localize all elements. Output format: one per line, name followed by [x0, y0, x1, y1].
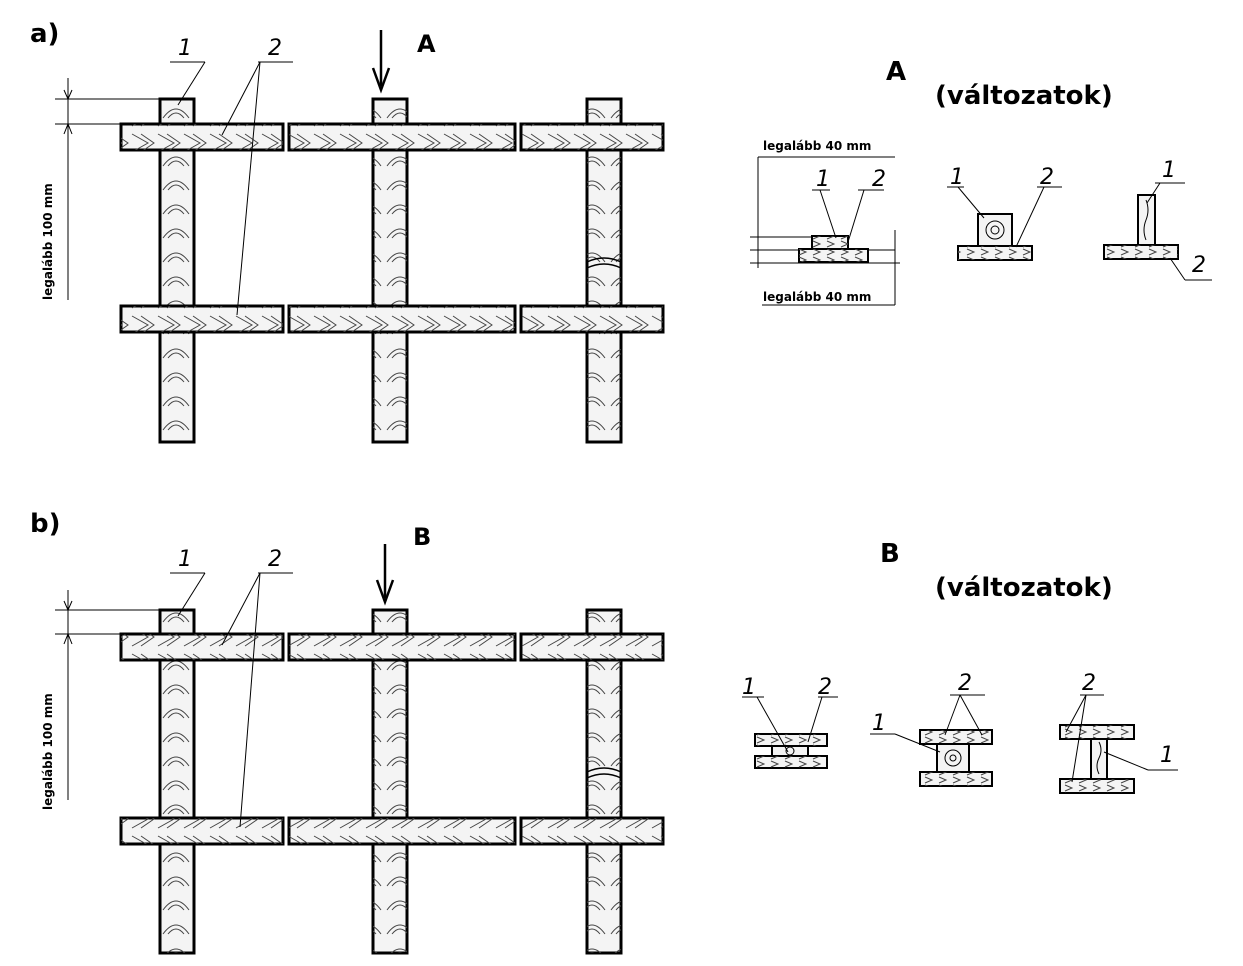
detail-a-subtitle: (változatok): [935, 81, 1113, 111]
detail-a-v1-part-1: 1: [816, 167, 830, 192]
part-1-label-b: 1: [178, 547, 192, 572]
detail-a: A (változatok) legalább 40 mm legalább 4…: [750, 57, 1212, 306]
detail-a-v2-part-2: 2: [1040, 165, 1054, 190]
detail-b-subtitle: (változatok): [935, 573, 1113, 603]
detail-a-variant-1: legalább 40 mm legalább 40 mm 1 2: [750, 139, 900, 306]
detail-b-v3-part-1: 1: [1160, 743, 1174, 768]
detail-b: B (változatok) 1 2: [742, 539, 1178, 794]
detail-a-variant-3: 1 2: [1103, 158, 1212, 281]
view-letter-b: B: [413, 523, 431, 551]
figure-a: a) A: [30, 19, 665, 444]
detail-b-v1-part-1: 1: [742, 675, 756, 700]
figure-a-label: a): [30, 19, 59, 49]
detail-a-v3-part-2: 2: [1192, 253, 1206, 278]
figure-b-dimension: [55, 590, 165, 800]
dimension-b-text: legalább 100 mm: [41, 693, 55, 810]
detail-a-dim-bottom: legalább 40 mm: [763, 290, 871, 304]
figure-a-posts: [158, 97, 623, 444]
detail-a-v3-part-1: 1: [1162, 158, 1176, 183]
figure-a-leaders: [170, 61, 293, 316]
detail-b-variant-3: 2 1: [1059, 671, 1178, 794]
figure-b-label: b): [30, 509, 61, 539]
detail-a-v2-part-1: 1: [950, 165, 964, 190]
figure-b: b) B: [30, 509, 665, 955]
detail-a-variant-2: 1 2: [947, 165, 1062, 261]
view-arrow-b: [375, 544, 395, 606]
detail-b-v3-part-2: 2: [1082, 671, 1096, 696]
figure-b-boards: [119, 632, 665, 846]
detail-b-v2-part-1: 1: [872, 711, 886, 736]
detail-a-dim-top: legalább 40 mm: [763, 139, 871, 153]
part-1-label-a: 1: [178, 36, 192, 61]
part-2-label-b: 2: [268, 547, 282, 572]
view-letter-a: A: [417, 30, 436, 58]
figure-a-boards: [119, 122, 665, 334]
detail-b-variant-2: 2 1: [870, 671, 993, 787]
detail-b-letter: B: [880, 539, 900, 569]
detail-b-v2-part-2: 2: [958, 671, 972, 696]
detail-b-variant-1: 1 2: [742, 675, 838, 769]
detail-b-v1-part-2: 2: [818, 675, 832, 700]
figure-b-posts: [158, 608, 623, 955]
part-2-label-a: 2: [268, 36, 282, 61]
figure-a-dimension: [55, 78, 165, 300]
detail-a-v1-part-2: 2: [872, 167, 886, 192]
detail-a-letter: A: [886, 57, 906, 87]
figure-b-leaders: [170, 572, 293, 828]
view-arrow-a: [371, 30, 391, 94]
dimension-a-text: legalább 100 mm: [41, 183, 55, 300]
